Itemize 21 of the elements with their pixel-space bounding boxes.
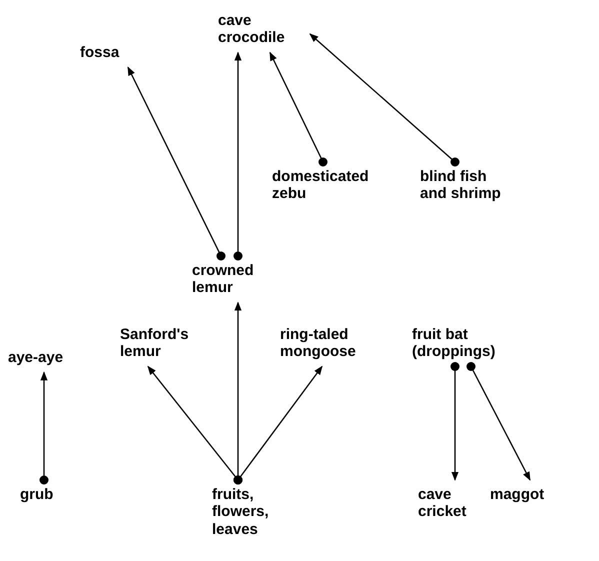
node-label: domesticated zebu	[272, 168, 370, 202]
node-label: Sanford's lemur	[120, 326, 190, 360]
arrow	[450, 362, 460, 481]
node-label: fruit bat (droppings)	[412, 326, 496, 360]
node-label: blind fish and shrimp	[420, 168, 502, 202]
arrow	[234, 52, 242, 260]
node-label: aye-aye	[8, 349, 64, 366]
node-label: fossa	[80, 44, 120, 62]
node-label: grub	[20, 486, 54, 504]
node-label: maggot	[490, 486, 546, 504]
arrow	[269, 52, 328, 166]
node-label: fruits, flowers, leaves	[212, 486, 270, 538]
node-label: crowned lemur	[192, 262, 255, 296]
arrow	[127, 66, 226, 260]
arrow	[40, 371, 48, 484]
arrow	[309, 33, 460, 166]
node-label: cave cricket	[418, 486, 468, 520]
arrow	[466, 362, 531, 481]
node-label: ring-taled mongoose	[280, 326, 357, 360]
arrow	[234, 366, 323, 484]
node-label: cave crocodile	[218, 12, 286, 46]
